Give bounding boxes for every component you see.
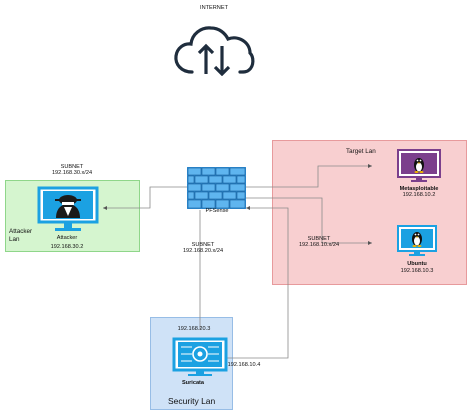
- metasploitable-name: Metasploitable: [399, 186, 439, 192]
- attacker-subnet-label: SUBNET 192.168.30.x/24: [50, 164, 94, 177]
- ubuntu-ip: 192.168.10.3: [400, 268, 434, 274]
- attacker-lan-title: Attacker Lan: [9, 228, 33, 243]
- attacker-computer-icon: [37, 186, 101, 239]
- link-security-firewall-side: [226, 207, 289, 359]
- ubuntu-name: Ubuntu: [407, 261, 427, 267]
- attacker-subnet-value: 192.168.30.x/24: [51, 170, 93, 177]
- attacker-host-ip: 192.168.30.2: [50, 244, 84, 251]
- attacker-host-label: Attacker 192.168.30.2: [49, 235, 85, 251]
- security-subnet-value: 192.168.20.x/24: [182, 248, 224, 255]
- target-subnet-title: SUBNET: [307, 236, 331, 242]
- security-subnet-label: SUBNET 192.168.20.x/24: [181, 242, 225, 255]
- security-ip-top: 192.168.20.3: [177, 326, 211, 332]
- target-subnet-value: 192.168.10.x/24: [298, 242, 340, 249]
- ubuntu-linux-monitor-icon: [397, 225, 437, 262]
- attacker-host-name: Attacker: [56, 235, 78, 241]
- link-firewall-ubuntu: [246, 197, 372, 244]
- attacker-subnet-title: SUBNET: [60, 164, 84, 170]
- suricata-name: Suricata: [181, 380, 205, 386]
- internet-label: INTERNET: [200, 5, 228, 11]
- firewall-label: PFSense: [205, 208, 229, 214]
- firewall-icon: [187, 167, 246, 214]
- link-attacker-firewall: [103, 186, 187, 209]
- security-subnet-title: SUBNET: [191, 242, 215, 248]
- suricata-computer-icon: [172, 337, 228, 382]
- metasploitable-linux-monitor-icon: [397, 149, 441, 188]
- target-subnet-label: SUBNET 192.168.10.x/24: [296, 236, 342, 249]
- metasploitable-ip: 192.168.10.2: [402, 192, 436, 198]
- target-lan-title: Target Lan: [346, 148, 376, 155]
- security-ip-side: 192.168.10.4: [227, 362, 261, 368]
- link-firewall-metasploitable: [246, 165, 372, 188]
- cloud-icon: [172, 22, 256, 81]
- security-lan-title: Security Lan: [168, 396, 216, 406]
